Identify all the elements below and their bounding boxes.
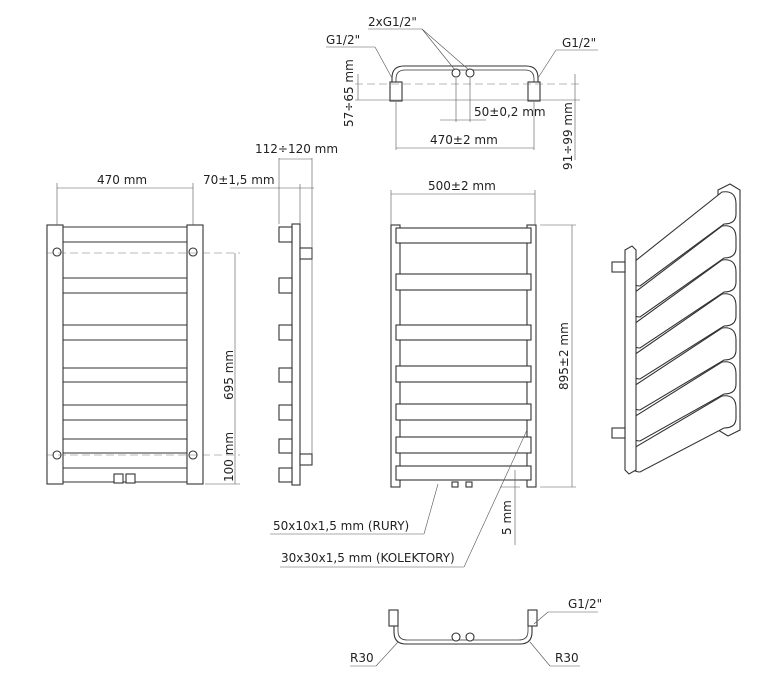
side-block bbox=[278, 467, 293, 483]
side-block bbox=[278, 404, 293, 421]
dim-top-width: 470±2 mm bbox=[430, 133, 498, 147]
dim-top-height: 57÷65 mm bbox=[342, 59, 356, 127]
side-connector-top bbox=[299, 247, 313, 260]
perspective-view bbox=[611, 183, 741, 475]
rear-connector bbox=[451, 481, 459, 488]
left-valve bbox=[389, 81, 403, 102]
top-view: G1/2" 2xG1/2" G1/2" 57÷65 mm 50±0,2 mm 4… bbox=[326, 15, 598, 170]
label-radius-right: R30 bbox=[555, 651, 579, 665]
dim-side-wall: 70±1,5 mm bbox=[203, 173, 275, 187]
right-collector bbox=[186, 224, 204, 485]
dim-top-depth: 91÷99 mm bbox=[561, 102, 575, 170]
persp-left-collector bbox=[624, 245, 637, 475]
top-pipe-outer bbox=[391, 65, 539, 84]
front-bars bbox=[63, 226, 187, 483]
center-connector-left bbox=[451, 68, 461, 78]
bottom-left-valve bbox=[388, 609, 399, 627]
bottom-connector bbox=[465, 632, 475, 642]
rear-bar bbox=[395, 227, 532, 244]
side-block bbox=[278, 324, 293, 341]
side-blocks bbox=[278, 226, 293, 483]
dim-front-bottom: 100 mm bbox=[222, 432, 236, 482]
label-radius-left: R30 bbox=[350, 651, 374, 665]
side-connector-bottom bbox=[299, 453, 313, 466]
rear-left-collector bbox=[390, 224, 401, 488]
mount-point bbox=[52, 247, 62, 257]
label-bottom-connector: G1/2" bbox=[568, 597, 602, 611]
side-block bbox=[278, 277, 293, 294]
front-view: 470 mm 695 mm 100 mm bbox=[46, 173, 240, 485]
side-view: 112÷120 mm 70±1,5 mm bbox=[203, 142, 338, 486]
bottom-connector bbox=[451, 632, 461, 642]
right-valve bbox=[527, 81, 541, 102]
dim-side-depth: 112÷120 mm bbox=[255, 142, 338, 156]
label-collectors: 30x30x1,5 mm (KOLEKTORY) bbox=[281, 551, 455, 565]
rear-view: 500±2 mm 895±2 mm 5 mm 50x10x1,5 mm (RUR… bbox=[270, 179, 576, 568]
bottom-view: G1/2" R30 R30 bbox=[350, 597, 602, 667]
rear-bar bbox=[395, 403, 532, 421]
dim-rear-gap: 5 mm bbox=[500, 500, 514, 535]
rear-bar bbox=[395, 465, 532, 481]
rear-bar bbox=[395, 273, 532, 291]
dim-center-spacing: 50±0,2 mm bbox=[474, 105, 546, 119]
bottom-right-valve bbox=[527, 609, 538, 627]
top-pipe-inner bbox=[395, 69, 535, 84]
side-collector bbox=[291, 223, 301, 486]
persp-connector bbox=[611, 261, 626, 273]
side-block bbox=[278, 367, 293, 383]
rear-connector bbox=[465, 481, 473, 488]
dim-front-width: 470 mm bbox=[97, 173, 147, 187]
rear-bar bbox=[395, 365, 532, 383]
label-pipes: 50x10x1,5 mm (RURY) bbox=[273, 519, 409, 533]
dim-front-spacing: 695 mm bbox=[222, 350, 236, 400]
rear-bar bbox=[395, 436, 532, 454]
persp-bars bbox=[631, 191, 737, 473]
persp-connector bbox=[611, 427, 626, 439]
bottom-pipe-outer bbox=[393, 625, 533, 645]
side-block bbox=[278, 438, 293, 454]
rear-bars bbox=[395, 227, 532, 481]
dim-rear-height: 895±2 mm bbox=[557, 322, 571, 390]
dim-rear-width: 500±2 mm bbox=[428, 179, 496, 193]
label-center-connectors: 2xG1/2" bbox=[368, 15, 417, 29]
bottom-connector-left bbox=[113, 473, 124, 484]
left-collector bbox=[46, 224, 64, 485]
rear-right-collector bbox=[526, 224, 537, 488]
bottom-connector-right bbox=[125, 473, 136, 484]
center-connector-right bbox=[465, 68, 475, 78]
rear-bar bbox=[395, 324, 532, 341]
bottom-pipe-inner bbox=[397, 625, 529, 641]
label-right-connector: G1/2" bbox=[562, 36, 596, 50]
label-left-connector: G1/2" bbox=[326, 33, 360, 47]
side-block bbox=[278, 226, 293, 243]
mount-point bbox=[188, 247, 198, 257]
